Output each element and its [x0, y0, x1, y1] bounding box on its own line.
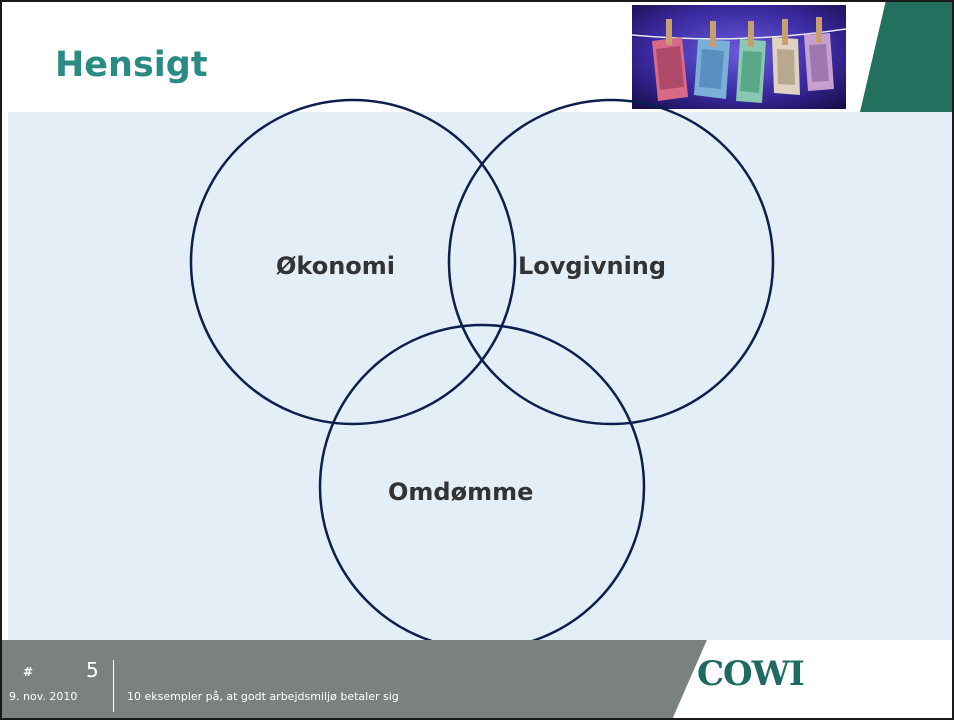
- venn-label-omdomme: Omdømme: [388, 478, 534, 506]
- venn-label-okonomi: Økonomi: [276, 252, 396, 280]
- footer-hash: #: [23, 665, 34, 679]
- slide-footer: # 5 9. nov. 2010 10 eksempler på, at god…: [0, 640, 954, 720]
- money-clothesline-photo: [632, 5, 846, 109]
- venn-label-lovgivning: Lovgivning: [518, 252, 667, 280]
- footer-divider: [113, 660, 114, 712]
- page-number: 5: [86, 658, 99, 682]
- footer-date: 9. nov. 2010: [9, 690, 78, 703]
- venn-circle-okonomi: [189, 98, 517, 426]
- content-background: [8, 112, 954, 640]
- slide-title: Hensigt: [55, 45, 208, 85]
- corner-accent-shape: [860, 0, 954, 112]
- venn-circle-lovgivning: [447, 98, 775, 426]
- cowi-logo: COWI: [697, 654, 805, 694]
- footer-caption: 10 eksempler på, at godt arbejdsmiljø be…: [127, 690, 399, 703]
- footer-background: [0, 640, 954, 720]
